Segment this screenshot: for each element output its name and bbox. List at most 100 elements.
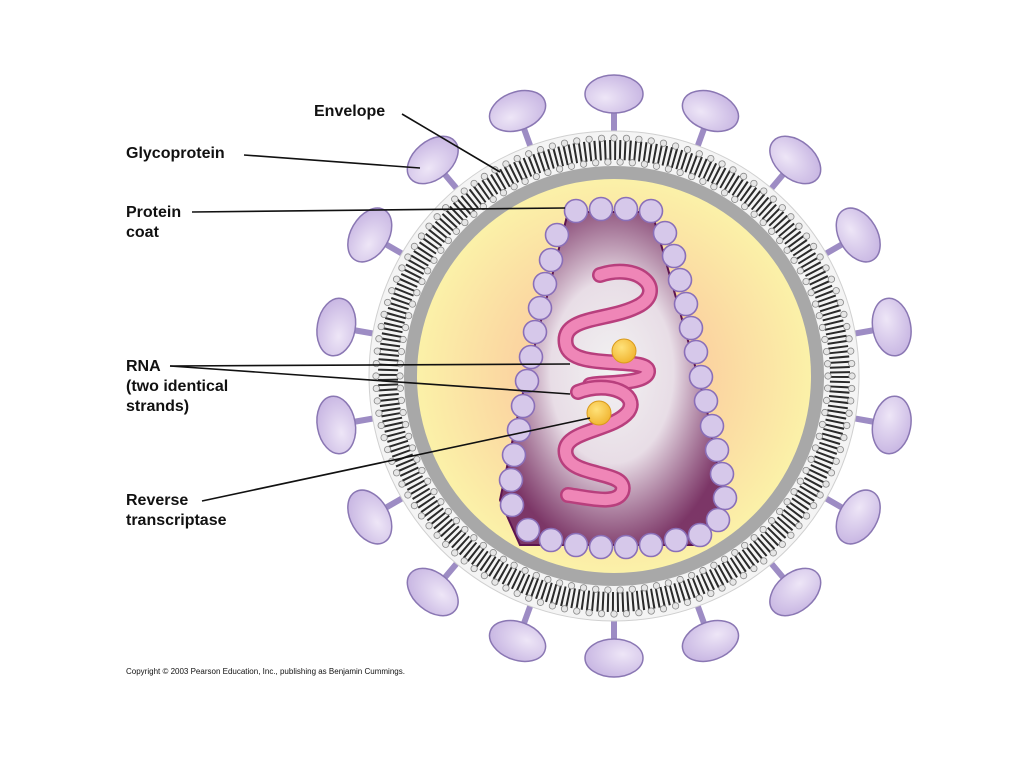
lipid-head <box>585 135 593 143</box>
lipid-head <box>783 498 791 506</box>
lipid-head <box>640 160 649 168</box>
lipid-head <box>610 134 618 142</box>
glycoprotein-knob <box>871 395 912 455</box>
lipid-head <box>555 579 564 587</box>
lipid-head <box>592 159 600 167</box>
lipid-head <box>567 162 576 170</box>
lipid-head <box>418 466 426 475</box>
lipid-head <box>384 298 392 307</box>
capsomere <box>663 527 689 553</box>
lipid-head <box>452 227 460 235</box>
lipid-head <box>647 137 655 145</box>
capsomere <box>683 339 709 365</box>
lipid-head <box>373 347 381 355</box>
lipid-head <box>585 609 593 617</box>
lipid-head <box>499 189 508 197</box>
lipid-head <box>827 275 836 283</box>
lipid-head <box>840 310 848 319</box>
lipid-head <box>822 264 830 272</box>
lipid-head <box>502 584 510 592</box>
lipid-head <box>815 432 823 440</box>
lipid-head <box>790 488 798 496</box>
lipid-head <box>521 567 529 575</box>
lipid-head <box>824 360 832 368</box>
label-rna-line3: strands) <box>126 398 190 415</box>
label-protein-coat-line2: coat <box>126 224 159 241</box>
lipid-head <box>437 498 445 506</box>
lipid-head <box>811 300 820 308</box>
capsomere <box>661 243 687 269</box>
capsomere <box>510 393 536 419</box>
lipid-head <box>635 609 643 617</box>
lipid-head <box>750 210 758 218</box>
lipid-head <box>396 384 404 392</box>
lipid-head <box>567 582 576 590</box>
lipid-head <box>380 310 388 319</box>
lipid-head <box>720 555 729 563</box>
lipid-head <box>525 594 533 602</box>
lipid-head <box>768 227 776 235</box>
lipid-head <box>807 455 815 463</box>
lipid-head <box>460 557 468 565</box>
lipid-head <box>760 557 768 565</box>
lipid-head <box>707 154 715 163</box>
lipid-head <box>373 397 381 405</box>
lipid-head <box>622 134 631 142</box>
lipid-head <box>750 179 758 188</box>
lipid-head <box>470 179 478 188</box>
lipid-head <box>521 177 529 185</box>
lipid-head <box>776 236 784 245</box>
capsomere <box>538 527 564 553</box>
lipid-head <box>783 246 791 254</box>
lipid-head <box>460 187 468 195</box>
lipid-head <box>768 517 776 525</box>
lipid-head <box>740 172 748 180</box>
lipid-head <box>635 135 643 143</box>
capsomere <box>613 196 639 222</box>
lipid-head <box>397 348 405 356</box>
lipid-head <box>405 432 413 440</box>
lipid-head <box>750 564 758 573</box>
lipid-head <box>573 607 581 615</box>
lipid-head <box>489 195 497 203</box>
glycoprotein-knob <box>584 638 644 678</box>
lipid-head <box>513 589 521 598</box>
lipid-head <box>397 396 405 404</box>
lipid-head <box>579 584 588 592</box>
lipid-head <box>718 160 726 168</box>
capsomere <box>638 532 664 558</box>
lipid-head <box>470 210 478 218</box>
reverse-transcriptase-2 <box>586 400 612 426</box>
lipid-head <box>413 289 421 297</box>
lipid-head <box>401 420 410 429</box>
lipid-head <box>628 159 636 167</box>
lipid-head <box>699 567 707 575</box>
lipid-head <box>461 525 469 534</box>
lipid-head <box>802 277 810 286</box>
capsomere <box>501 442 527 468</box>
lipid-head <box>802 232 811 240</box>
lipid-head <box>392 469 401 477</box>
glycoprotein-knob <box>835 489 881 545</box>
lipid-head <box>731 195 739 203</box>
lipid-head <box>430 256 438 264</box>
label-reverse-transcriptase-line2: transcriptase <box>126 512 227 529</box>
lipid-head <box>699 177 707 185</box>
capsomere <box>499 492 525 518</box>
capsomere <box>563 198 589 224</box>
lipid-head <box>372 384 380 393</box>
lipid-head <box>845 335 853 343</box>
lipid-head <box>544 575 552 584</box>
lipid-head <box>470 534 478 542</box>
lipid-head <box>372 359 380 368</box>
lipid-head <box>536 146 545 154</box>
lipid-head <box>433 531 441 539</box>
lipid-head <box>560 139 569 147</box>
lipid-head <box>778 540 786 548</box>
lipid-head <box>802 512 811 520</box>
capsomere <box>506 417 532 443</box>
lipid-head <box>832 457 840 465</box>
capsomere <box>699 413 725 439</box>
lipid-head <box>548 602 557 610</box>
